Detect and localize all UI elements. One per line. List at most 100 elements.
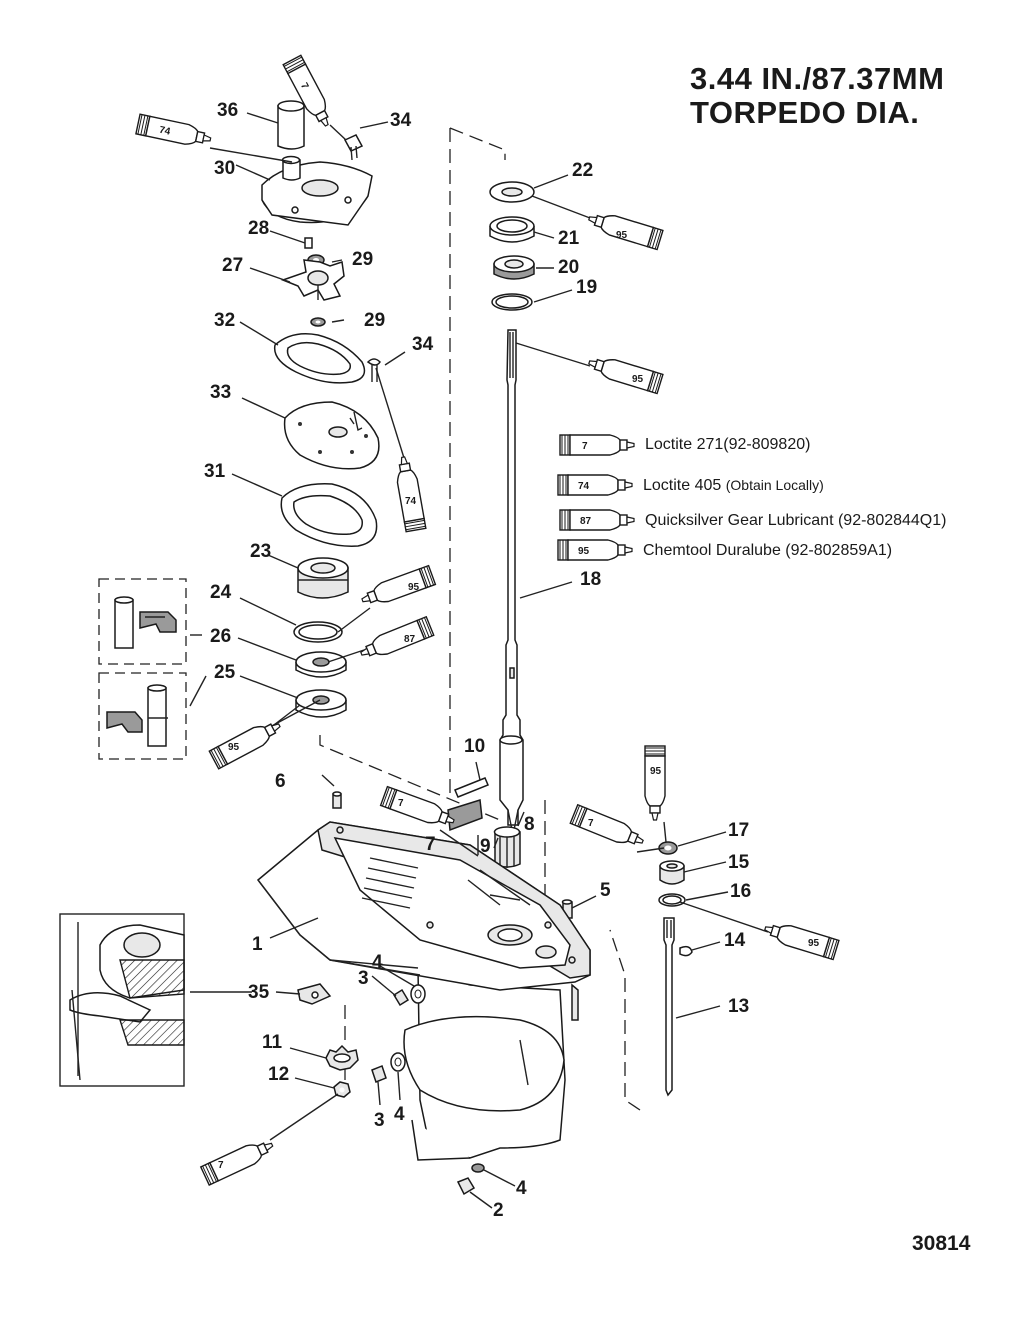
legend-tube-label-87: 87 bbox=[580, 516, 592, 527]
part-29-washer-lower bbox=[310, 317, 326, 327]
part-7-insert bbox=[447, 799, 483, 832]
callout-3-upper: 3 bbox=[358, 968, 369, 989]
part-3-screw-lower bbox=[371, 1065, 387, 1083]
legend-item-7: Loctite 271(92-809820) bbox=[645, 436, 810, 454]
part-24-o-ring bbox=[293, 621, 343, 643]
legend-item-74: Loctite 405 (Obtain Locally) bbox=[643, 477, 824, 495]
tube-label-95-mid: 95 bbox=[408, 582, 420, 593]
tube-label: 74 bbox=[158, 125, 172, 138]
callout-7: 7 bbox=[425, 834, 436, 855]
legend-item-87: Quicksilver Gear Lubricant (92-802844Q1) bbox=[645, 512, 946, 530]
callout-21: 21 bbox=[558, 228, 580, 249]
callout-30: 30 bbox=[214, 158, 235, 179]
legend-tube-7 bbox=[559, 434, 635, 456]
part-2-screw bbox=[456, 1177, 476, 1196]
part-36-sleeve bbox=[277, 100, 305, 150]
part-22-retainer bbox=[489, 181, 535, 203]
part-17-nut bbox=[658, 841, 678, 855]
part-32-gasket bbox=[273, 333, 366, 384]
callout-23: 23 bbox=[250, 541, 271, 562]
tube-label-95-upper: 95 bbox=[616, 230, 628, 241]
part-21-bearing-cup bbox=[489, 216, 535, 243]
seal-detail-box-lower bbox=[98, 672, 187, 760]
legend-item-95: Chemtool Duralube (92-802859A1) bbox=[643, 542, 892, 560]
leader-lines bbox=[189, 112, 729, 1209]
legend-tube-label-7: 7 bbox=[582, 441, 588, 452]
part-13-shift-shaft bbox=[663, 917, 675, 1097]
callout-4-bottom: 4 bbox=[516, 1178, 527, 1199]
callout-36: 36 bbox=[217, 100, 238, 121]
part-16-o-ring bbox=[658, 893, 686, 907]
callout-17: 17 bbox=[728, 820, 749, 841]
callout-16: 16 bbox=[730, 881, 751, 902]
callout-34-upper: 34 bbox=[390, 110, 412, 131]
callout-13: 13 bbox=[728, 996, 749, 1017]
callout-33: 33 bbox=[210, 382, 231, 403]
legend-tube-87 bbox=[559, 509, 635, 531]
callout-14: 14 bbox=[724, 930, 746, 951]
title-line-1: 3.44 IN./87.37MM bbox=[690, 61, 945, 96]
legend-note-74: (Obtain Locally) bbox=[725, 477, 824, 493]
part-8-needle-bearing bbox=[493, 826, 521, 868]
part-19-shim bbox=[491, 293, 533, 311]
tube-95-mid bbox=[358, 564, 437, 611]
part-20-tapered-bearing bbox=[493, 255, 535, 280]
callout-20: 20 bbox=[558, 257, 579, 278]
callout-27: 27 bbox=[222, 255, 243, 276]
part-34-bolt-upper bbox=[343, 134, 364, 161]
legend-text-7: Loctite 271(92-809820) bbox=[645, 436, 811, 453]
part-15-bushing bbox=[659, 860, 685, 885]
tube-label-7-housing: 7 bbox=[398, 798, 404, 809]
tube-label-95-right: 95 bbox=[808, 938, 820, 949]
diagram-title: 3.44 IN./87.37MM TORPEDO DIA. bbox=[690, 62, 944, 130]
callout-labels: 36 34 30 28 29 27 32 29 34 33 31 23 24 2… bbox=[204, 100, 751, 1221]
tube-7-top: 7 bbox=[282, 54, 337, 131]
part-4-washer-bottom bbox=[471, 1163, 485, 1173]
part-4-washer-lower bbox=[390, 1052, 406, 1072]
tube-74-upper: 74 bbox=[135, 113, 214, 150]
part-23-bushing bbox=[297, 557, 349, 599]
part-31-gasket bbox=[280, 483, 378, 547]
legend-tube-label-74: 74 bbox=[578, 481, 590, 492]
callout-24: 24 bbox=[210, 582, 232, 603]
callout-4-lower: 4 bbox=[394, 1104, 405, 1125]
callout-15: 15 bbox=[728, 852, 750, 873]
tube-95-right bbox=[761, 918, 840, 961]
tube-95-vertical bbox=[644, 745, 666, 821]
callout-1: 1 bbox=[252, 934, 263, 955]
part-18-driveshaft bbox=[499, 329, 524, 836]
legend-text-87: Quicksilver Gear Lubricant (92-802844Q1) bbox=[645, 512, 947, 529]
part-34-bolt-middle bbox=[366, 358, 381, 382]
tube-label-7-right: 7 bbox=[588, 818, 594, 829]
part-26-seal bbox=[295, 651, 347, 678]
part-6-dowel bbox=[332, 791, 342, 809]
part-4-washer-upper bbox=[410, 984, 426, 1004]
tube-74-lower bbox=[392, 454, 427, 533]
callout-26: 26 bbox=[210, 626, 231, 647]
part-25-seal bbox=[295, 689, 347, 718]
callout-18: 18 bbox=[580, 569, 601, 590]
callout-11: 11 bbox=[262, 1032, 283, 1053]
tube-label-95-left: 95 bbox=[228, 742, 240, 753]
tube-label-7-bottom: 7 bbox=[218, 1160, 224, 1171]
legend-tube-95 bbox=[557, 539, 633, 561]
part-30-pump-housing bbox=[261, 155, 373, 226]
callout-4-upper: 4 bbox=[372, 952, 383, 973]
callout-12: 12 bbox=[268, 1064, 289, 1085]
part-27-impeller bbox=[280, 259, 345, 301]
part-14-clip bbox=[679, 945, 693, 957]
tube-label: 7 bbox=[298, 81, 311, 91]
tube-label-87: 87 bbox=[404, 634, 416, 645]
tube-95-left bbox=[208, 715, 285, 770]
callout-9: 9 bbox=[480, 836, 491, 857]
tube-87 bbox=[356, 616, 435, 664]
legend-tube-74 bbox=[557, 474, 633, 496]
callout-6: 6 bbox=[275, 771, 286, 792]
callout-19: 19 bbox=[576, 277, 597, 298]
drawing-number: 30814 bbox=[912, 1232, 971, 1255]
part-3-screw-upper bbox=[392, 988, 410, 1007]
part-28-key bbox=[304, 237, 313, 249]
tube-leader-lines bbox=[209, 124, 769, 1141]
